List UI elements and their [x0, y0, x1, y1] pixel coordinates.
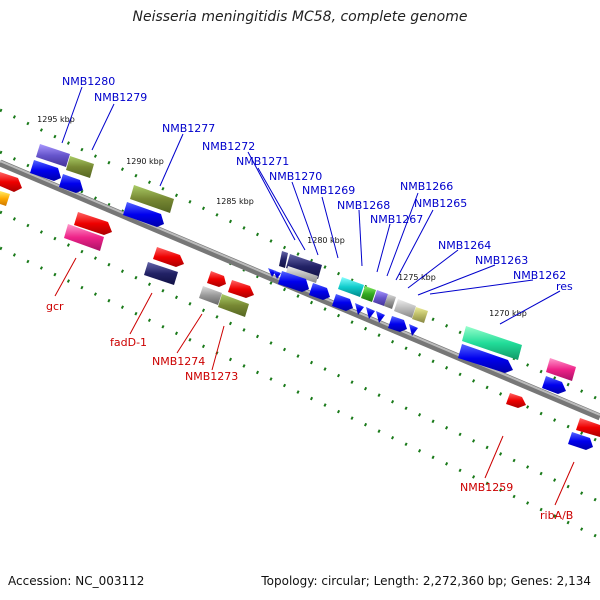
gene-label: NMB1268 [337, 199, 390, 212]
strand-arrow-forward [332, 294, 353, 311]
strand-arrow-forward [309, 283, 330, 300]
gene-label: fadD-1 [110, 336, 147, 349]
accession-label: Accession: NC_003112 [8, 574, 145, 588]
top-strand-features [30, 144, 593, 450]
gene-block-nmb1270 [286, 266, 318, 283]
gene-block-red [506, 393, 526, 408]
strand-arrow-forward [278, 271, 309, 292]
gene-block-nmb1267 [361, 286, 376, 302]
gene-label: NMB1271 [236, 155, 289, 168]
gene-label: NMB1270 [269, 170, 322, 183]
gene-block-nmb1274 [199, 286, 222, 305]
tick-row-top-inner [0, 150, 600, 444]
gene-label: NMB1259 [460, 481, 513, 494]
tick-row-bottom-outer [0, 246, 600, 540]
ruler-label: 1270 kbp [489, 309, 527, 318]
gene-block-gcr [64, 224, 104, 251]
gene-block-nmb1272 [279, 251, 288, 268]
gene-label: NMB1277 [162, 122, 215, 135]
ruler-label: 1295 kbp [37, 115, 75, 124]
gene-block-pink [546, 358, 576, 381]
gene-block-nmb1277 [130, 185, 174, 213]
gene-label: NMB1273 [185, 370, 238, 383]
gene-label: NMB1272 [202, 140, 255, 153]
gene-block-red [576, 418, 600, 437]
gene-label: gcr [46, 300, 64, 313]
strand-arrow-forward [268, 268, 276, 277]
ruler-label: 1285 kbp [216, 197, 254, 206]
strand-arrow-forward [355, 303, 364, 315]
strand-arrow-forward [409, 324, 418, 336]
gene-block-nmb1265 [384, 294, 396, 309]
gene-label: NMB1280 [62, 75, 115, 88]
gene-block-red [74, 212, 112, 235]
gene-block-fadd-1 [144, 262, 178, 285]
gene-block-nmb1273 [218, 294, 249, 317]
gene-label: NMB1267 [370, 213, 423, 226]
gene-block-red [153, 247, 184, 267]
gene-block-red [0, 172, 22, 192]
strand-arrow-forward [376, 311, 385, 323]
ruler-label: 1290 kbp [126, 157, 164, 166]
gene-block-nmb1264 [394, 299, 416, 318]
gene-label: NMB1265 [414, 197, 467, 210]
gene-label: NMB1269 [302, 184, 355, 197]
gene-label: ribA/B [540, 509, 573, 522]
gene-label: res [556, 280, 573, 293]
strand-arrow-forward [59, 174, 83, 193]
gene-label: NMB1263 [475, 254, 528, 267]
gene-block-red [207, 271, 226, 287]
gene-block-red [228, 280, 254, 298]
gene-label: NMB1266 [400, 180, 453, 193]
strand-arrow-forward [273, 270, 281, 279]
strand-arrow-forward [568, 432, 593, 450]
strand-arrow-forward [458, 344, 513, 373]
ruler-label: 1275 kbp [398, 273, 436, 282]
gene-label: NMB1274 [152, 355, 205, 368]
gene-label: NMB1262 [513, 269, 566, 282]
ruler-label: 1280 kbp [307, 236, 345, 245]
gene-block-nmb1271 [286, 254, 322, 279]
bottom-label-leaders [54, 257, 575, 506]
gene-label: NMB1279 [94, 91, 147, 104]
gene-block-yellow [0, 191, 10, 206]
strand-arrow-forward [30, 160, 61, 181]
bottom-gene-labels: gcr fadD-1 NMB1274 NMB1273 NMB1259 ribA/… [46, 300, 573, 522]
gene-block-nmb1263 [412, 307, 428, 323]
strand-arrow-forward [123, 202, 164, 227]
bottom-strand-features [0, 172, 600, 437]
strand-arrow-forward [542, 376, 566, 394]
genome-title: Neisseria meningitidis MC58, complete ge… [132, 9, 468, 25]
gene-label: NMB1264 [438, 239, 491, 252]
gene-block-nmb1279 [66, 156, 94, 178]
top-label-leaders [61, 86, 561, 325]
gene-block-nmb1266 [373, 290, 388, 306]
strand-arrow-forward [366, 307, 375, 319]
topology-summary: Topology: circular; Length: 2,272,360 bp… [261, 574, 591, 588]
gene-block-nmb1262 [462, 326, 522, 360]
gene-block-nmb1268 [338, 277, 364, 297]
top-gene-labels: NMB1280 NMB1279 NMB1277 NMB1272 NMB1271 … [62, 75, 573, 293]
strand-arrow-forward [388, 316, 407, 332]
gene-block-nmb1280 [36, 144, 70, 167]
tick-row-bottom-inner [0, 210, 600, 504]
